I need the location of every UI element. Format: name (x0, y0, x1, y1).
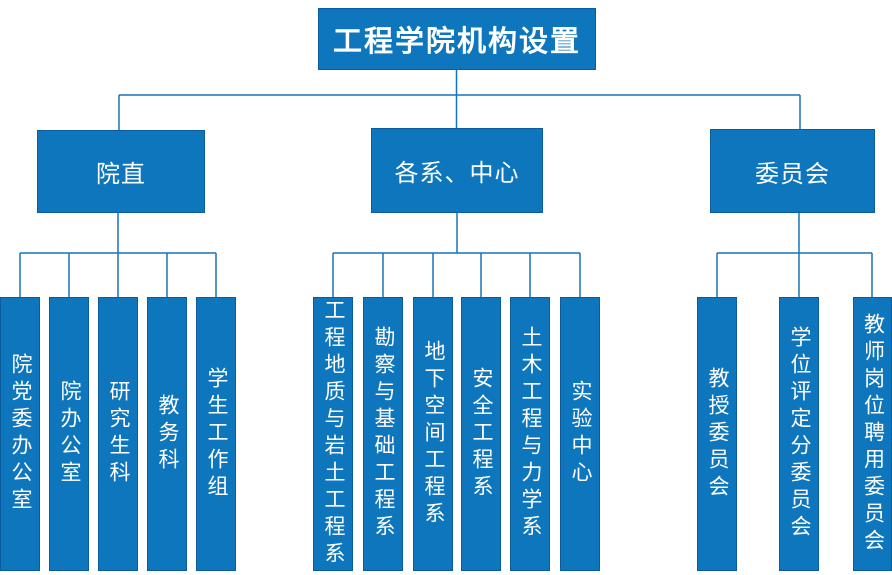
dept-box: 工程地质与岩土工程系 (313, 297, 353, 571)
dept-label: 学位评定分委员会 (788, 326, 811, 542)
chart-title-box: 工程学院机构设置 (318, 8, 596, 70)
dept-label: 土木工程与力学系 (519, 326, 542, 542)
dept-label: 安全工程系 (470, 366, 493, 502)
branch-label: 委员会 (755, 160, 830, 188)
dept-box: 勘察与基础工程系 (363, 297, 403, 571)
dept-box: 研究生科 (98, 297, 138, 571)
dept-label: 教授委员会 (706, 366, 729, 502)
dept-box: 实验中心 (560, 297, 600, 571)
dept-box: 地下空间工程系 (413, 297, 453, 571)
branch-box-departments-centers: 各系、中心 (371, 128, 543, 213)
dept-box: 安全工程系 (461, 297, 501, 571)
dept-box: 院办公室 (49, 297, 89, 571)
dept-label: 研究生科 (107, 380, 130, 488)
dept-label: 院办公室 (58, 380, 81, 488)
dept-box: 教师岗位聘用委员会 (853, 297, 892, 571)
dept-box: 土木工程与力学系 (510, 297, 550, 571)
branch-box-direct-offices: 院直 (37, 130, 205, 213)
dept-label: 实验中心 (569, 380, 592, 488)
dept-label: 地下空间工程系 (422, 339, 445, 529)
dept-box: 教务科 (147, 297, 187, 571)
dept-box: 教授委员会 (697, 297, 737, 571)
dept-label: 教师岗位聘用委员会 (861, 312, 885, 556)
dept-label: 工程地质与岩土工程系 (322, 299, 345, 569)
branch-box-committees: 委员会 (710, 129, 875, 213)
branch-label: 院直 (96, 161, 146, 188)
branch-label: 各系、中心 (394, 160, 520, 187)
dept-label: 勘察与基础工程系 (372, 326, 395, 542)
dept-label: 学生工作组 (205, 366, 228, 502)
dept-box: 学位评定分委员会 (779, 297, 819, 571)
dept-box: 院党委办公室 (0, 297, 40, 571)
dept-label: 院党委办公室 (9, 353, 32, 515)
dept-label: 教务科 (156, 393, 179, 475)
dept-box: 学生工作组 (196, 297, 236, 571)
chart-title: 工程学院机构设置 (332, 26, 581, 58)
